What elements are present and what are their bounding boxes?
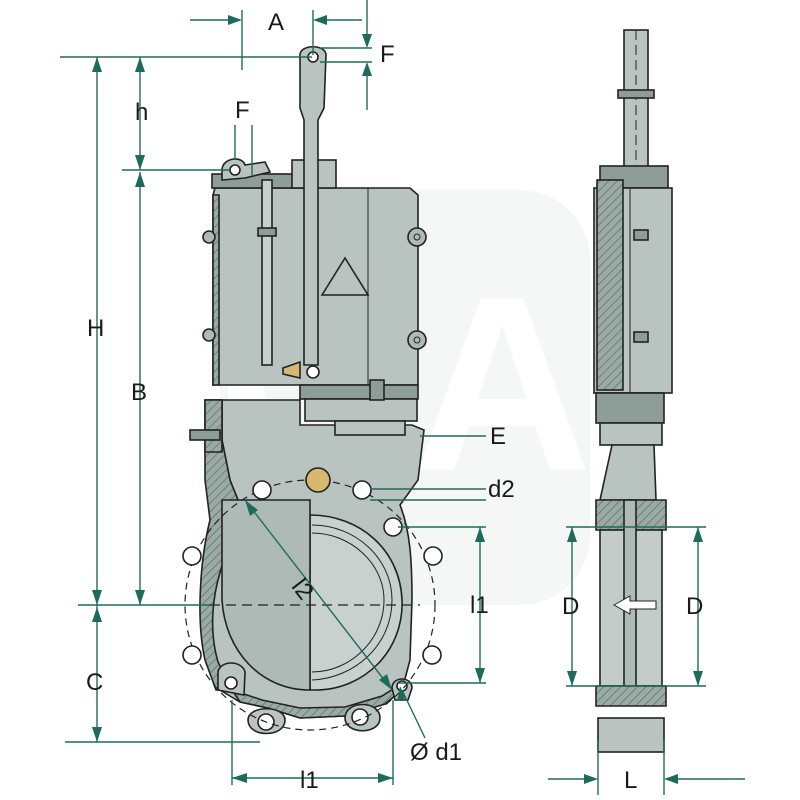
inner-stem	[261, 179, 273, 366]
front-view	[182, 45, 443, 735]
label-C: C	[86, 669, 103, 696]
label-H: H	[87, 315, 104, 342]
stem-collar	[257, 227, 277, 237]
label-D-left: D	[562, 593, 579, 620]
bolt-holes	[182, 467, 443, 665]
housing-lugs	[202, 227, 427, 350]
label-h: h	[135, 99, 148, 126]
side-housing-hatch-l	[596, 179, 624, 391]
gate-blade	[221, 499, 311, 691]
side-neck	[599, 444, 657, 501]
side-gate	[623, 499, 637, 691]
lever-pivot	[306, 365, 320, 379]
label-F-top: F	[380, 41, 395, 68]
label-L: L	[624, 767, 637, 794]
label-l1-right: l1	[470, 592, 489, 619]
left-gland-pin	[189, 429, 221, 441]
flow-arrow	[612, 595, 657, 615]
dimension-labels: A F F h H B E d2 l2 l1 C Ø d1 l1 D D L	[86, 9, 703, 794]
gland-flange	[299, 384, 419, 400]
label-F-left: F	[235, 97, 250, 124]
side-gland	[595, 392, 665, 424]
label-A: A	[268, 9, 284, 36]
side-bolt-1	[633, 229, 649, 241]
gland-body	[304, 398, 418, 422]
side-stem-collar	[617, 89, 655, 99]
lever-foot	[282, 360, 301, 380]
left-gland-strip	[204, 399, 223, 453]
label-E: E	[490, 423, 506, 450]
side-view	[593, 29, 673, 753]
gland-lower	[334, 420, 406, 436]
left-pin-hole	[229, 164, 241, 176]
housing-hatch	[212, 194, 220, 386]
label-D-right: D	[686, 593, 703, 620]
side-gland-2	[599, 422, 663, 446]
side-bottom-hatch	[595, 685, 667, 707]
bore-ring-2	[311, 532, 385, 673]
lever-handle	[299, 45, 327, 366]
label-B: B	[131, 379, 147, 406]
dimension-lines	[60, 0, 745, 795]
side-bolt-2	[633, 331, 649, 343]
gland-bolt	[369, 379, 385, 401]
label-l1-bottom: l1	[300, 767, 319, 794]
label-d1: Ø d1	[410, 739, 462, 766]
side-base	[597, 717, 665, 753]
bore-ring-1	[311, 524, 393, 681]
label-d2: d2	[488, 476, 515, 503]
warning-triangle	[320, 256, 370, 296]
